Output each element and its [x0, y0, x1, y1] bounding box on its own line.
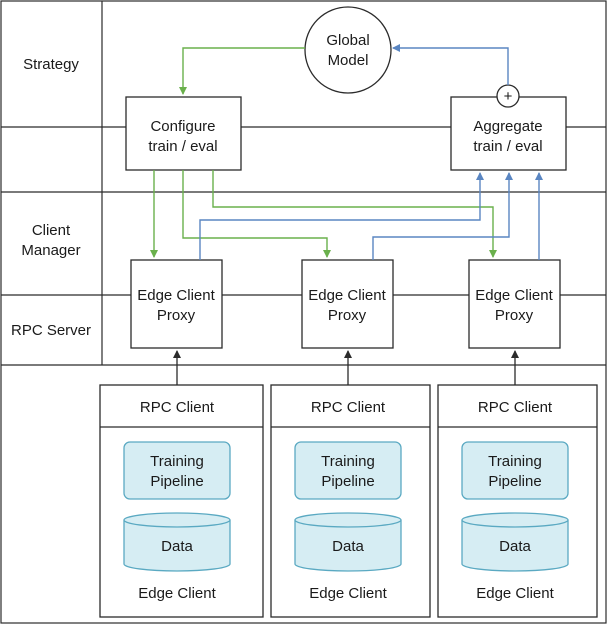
data-store-1: [123, 512, 231, 572]
lane-label-strategy: Strategy: [23, 56, 79, 73]
global-model-node: [304, 6, 392, 94]
edge-client-label-1: Edge Client: [138, 585, 216, 602]
data-label-2: Data: [332, 538, 364, 555]
edge-client-frame-3: [437, 384, 598, 618]
data-store-2: [294, 512, 402, 572]
arrow-proxy-2-to-aggregate: [372, 172, 513, 260]
rpc-client-label-2: RPC Client: [311, 399, 386, 416]
proxy-box-2: [301, 259, 394, 349]
edge-client-frame-1: [99, 384, 264, 618]
data-label-1: Data: [161, 538, 193, 555]
proxy-box-1: [130, 259, 223, 349]
arrow-configure-to-proxy-3: [212, 170, 497, 258]
arrow-global-to-configure: [179, 47, 305, 95]
arrow-proxy-1-to-aggregate: [199, 172, 484, 260]
training-pipeline-box-1: [123, 441, 231, 500]
data-store-3: [461, 512, 569, 572]
rpc-client-label-1: RPC Client: [140, 399, 215, 416]
data-label-3: Data: [499, 538, 531, 555]
arrow-plus-to-global: [392, 44, 509, 85]
edge-client-label-3: Edge Client: [476, 585, 554, 602]
edge-client-label-2: Edge Client: [309, 585, 387, 602]
arrow-configure-to-proxy-2: [182, 170, 331, 258]
training-pipeline-box-2: [294, 441, 402, 500]
training-pipeline-box-3: [461, 441, 569, 500]
aggregation-plus-symbol: +: [504, 88, 513, 105]
aggregate-box: [450, 96, 567, 171]
rpc-client-label-3: RPC Client: [478, 399, 553, 416]
proxy-box-3: [468, 259, 561, 349]
lane-label-rpc-server: RPC Server: [11, 322, 91, 339]
edge-client-frame-2: [270, 384, 431, 618]
